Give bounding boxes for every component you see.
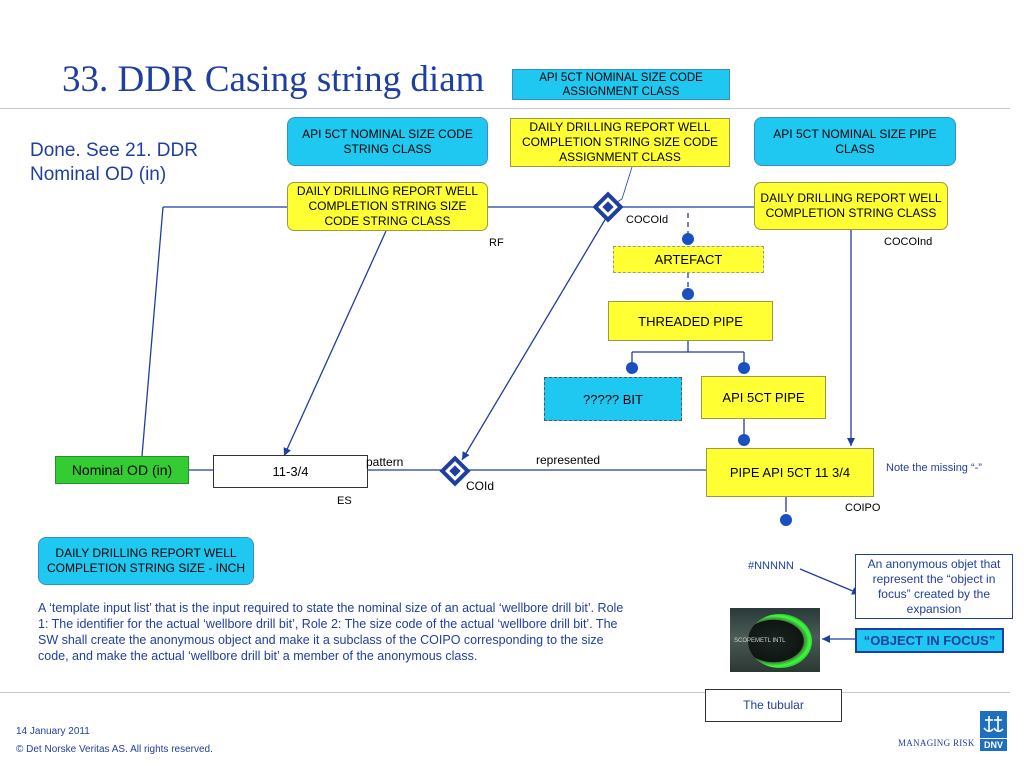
box-anon-note: An anonymous objet that represent the “o… (855, 554, 1013, 619)
box-string-class: API 5CT NOMINAL SIZE CODE STRING CLASS (287, 117, 488, 166)
diamond-coid (439, 455, 471, 487)
label-note-missing: Note the missing “-” (886, 462, 982, 474)
footer-copyright: © Det Norske Veritas AS. All rights rese… (16, 744, 213, 755)
dot-artefact (682, 288, 694, 300)
label-es: ES (337, 495, 352, 507)
box-size-value: 11-3/4 (213, 455, 368, 488)
label-coid: COId (466, 479, 495, 493)
pipe-photo-text: SCOPEMETL INTL (734, 638, 786, 644)
line-left-down (141, 206, 164, 457)
pipe-photo: SCOPEMETL INTL (730, 608, 820, 672)
box-artefact: ARTEFACT (613, 246, 764, 273)
dnv-logo-icon (980, 711, 1007, 738)
label-coipo: COIPO (845, 502, 881, 514)
footer-rule (0, 692, 1010, 693)
dnv-logo-text: DNV (980, 739, 1007, 751)
dot-cocoid (682, 233, 694, 245)
box-nominal-od: Nominal OD (in) (55, 456, 189, 484)
box-pipe-api: PIPE API 5CT 11 3/4 (706, 448, 874, 497)
diamond-top (592, 191, 624, 223)
subtitle: Done. See 21. DDR Nominal OD (in) (30, 140, 198, 185)
dot-bit (626, 362, 638, 374)
arrow-to-size (283, 230, 387, 457)
brand-tagline: MANAGING RISK (898, 738, 975, 748)
dot-api-pipe (738, 362, 750, 374)
box-object-in-focus: “OBJECT IN FOCUS” (855, 628, 1004, 653)
label-nnnnn: #NNNNN (748, 560, 794, 572)
label-cocoind: COCOInd (884, 236, 933, 248)
box-ddr-string-class: DAILY DRILLING REPORT WELL COMPLETION ST… (754, 182, 948, 230)
label-represented: represented (536, 453, 601, 467)
box-ddr-inch: DAILY DRILLING REPORT WELL COMPLETION ST… (38, 537, 254, 585)
box-tubular: The tubular (705, 689, 842, 722)
arrow-to-coid (461, 217, 607, 461)
slide-title: 33. DDR Casing string diam (62, 59, 485, 100)
arrow-anon-note (799, 568, 861, 595)
dot-pipe-api (738, 434, 750, 446)
label-pattern: pattern (366, 455, 404, 469)
box-api-pipe: API 5CT PIPE (701, 376, 826, 419)
box-top-banner: API 5CT NOMINAL SIZE CODE ASSIGNMENT CLA… (512, 69, 730, 100)
label-rf: RF (489, 237, 504, 249)
footer-date: 14 January 2011 (16, 726, 90, 737)
pipe-end-icon (748, 614, 812, 668)
box-bit: ????? BIT (544, 377, 682, 421)
box-threaded-pipe: THREADED PIPE (608, 301, 773, 341)
box-ddr-assignment: DAILY DRILLING REPORT WELL COMPLETION ST… (510, 118, 730, 167)
box-pipe-class: API 5CT NOMINAL SIZE PIPE CLASS (754, 117, 956, 166)
header-rule (0, 108, 1010, 109)
label-cocoid: COCOId (626, 214, 669, 226)
box-ddr-size-code-string: DAILY DRILLING REPORT WELL COMPLETION ST… (287, 182, 488, 231)
description-paragraph: A ‘template input list’ that is the inpu… (38, 601, 624, 663)
dot-coipo (780, 514, 792, 526)
